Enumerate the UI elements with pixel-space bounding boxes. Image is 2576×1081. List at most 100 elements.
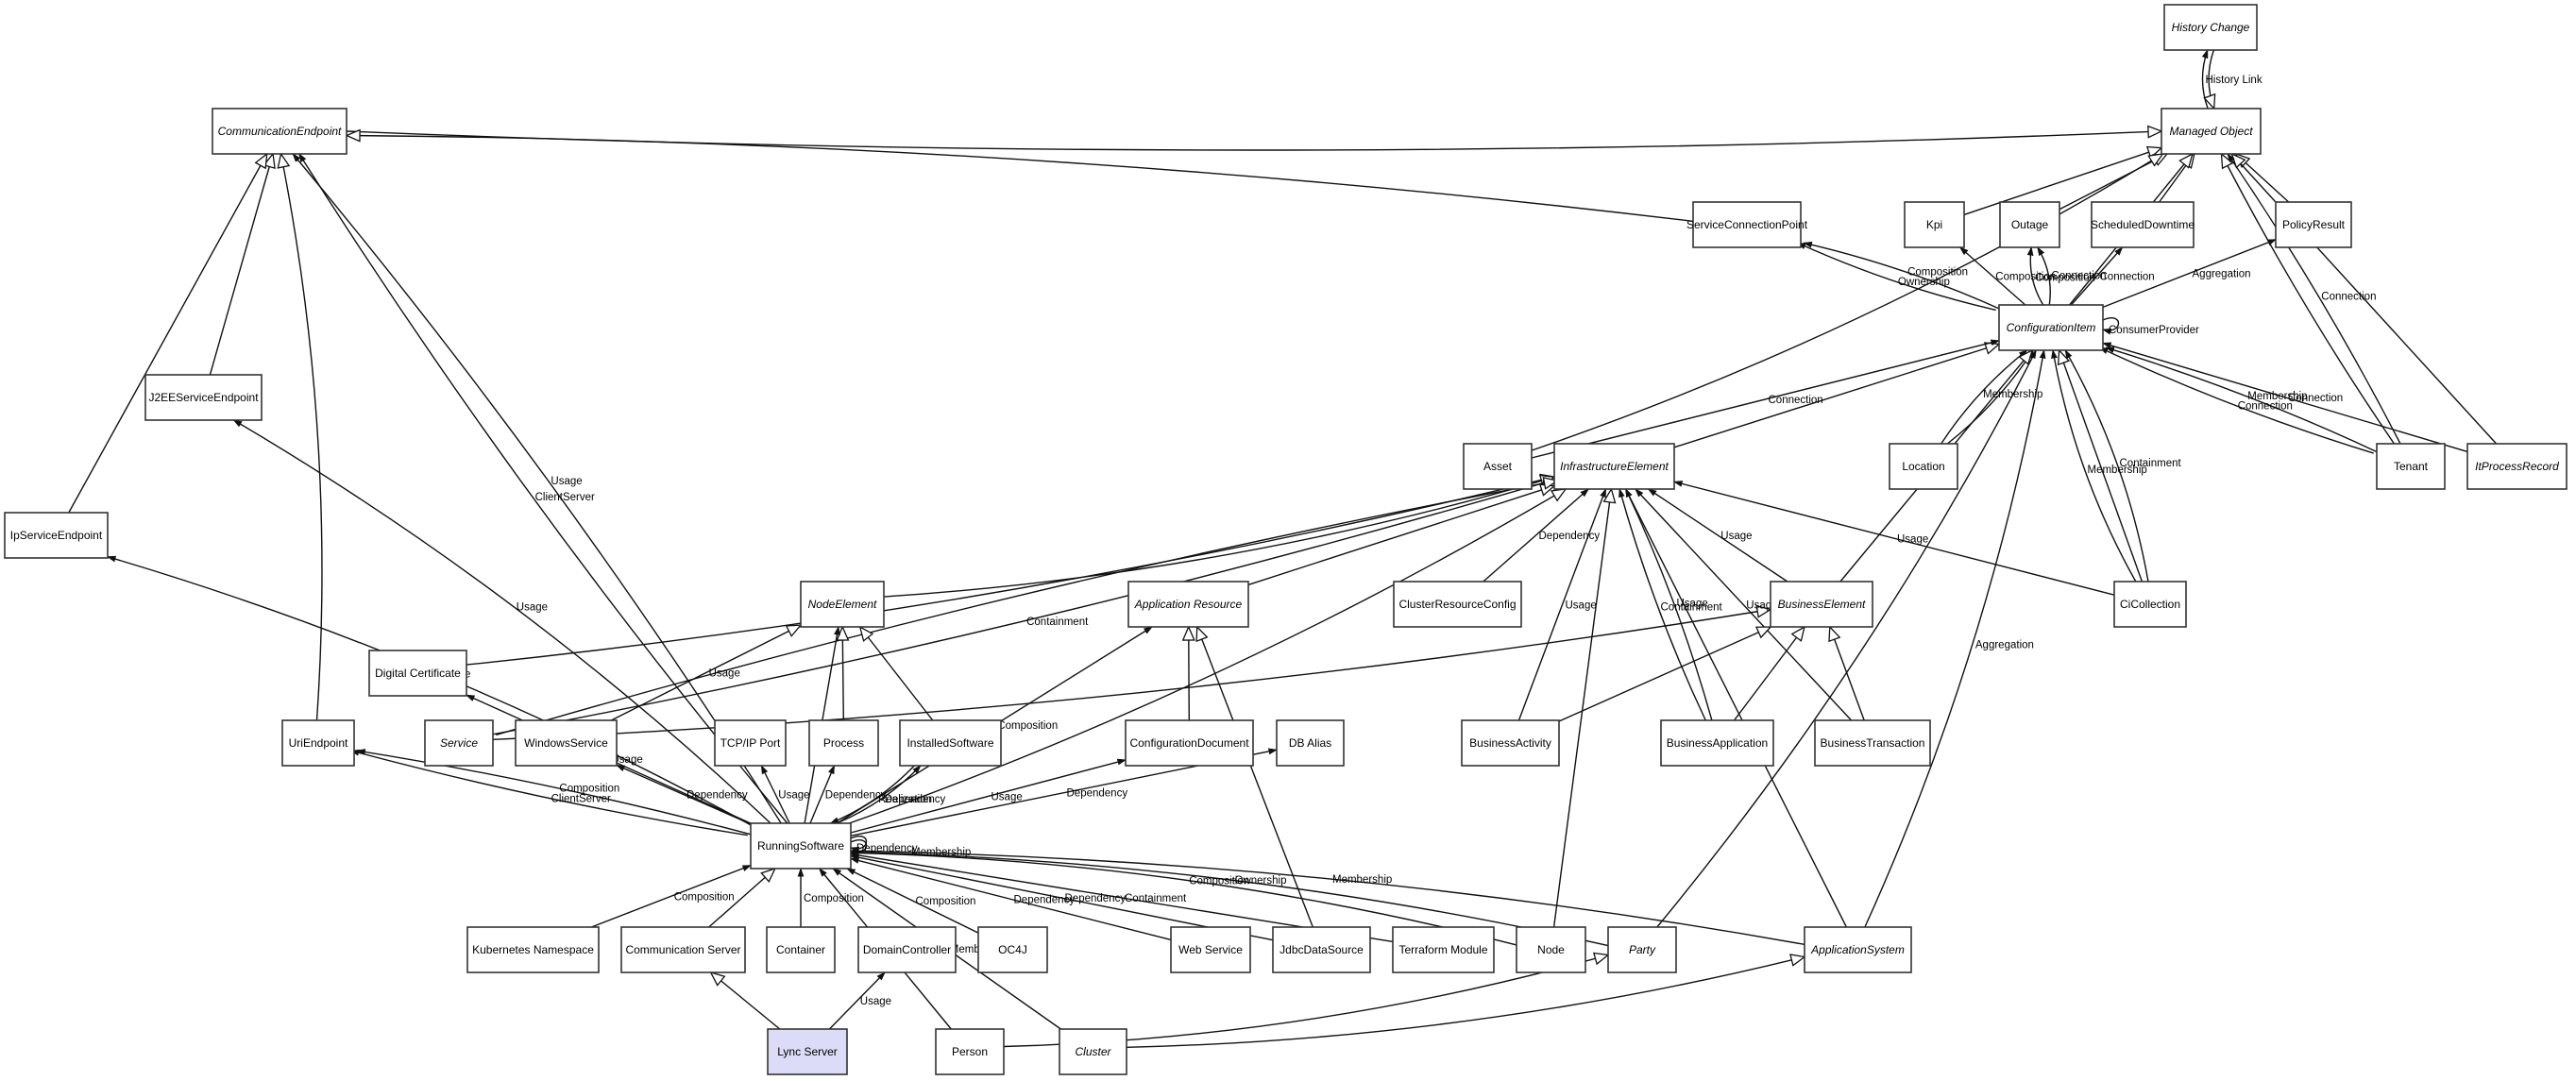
class-name: PolicyResult bbox=[2282, 218, 2346, 231]
association-edge bbox=[1625, 489, 1713, 721]
class-node-jdbc-data-source[interactable]: JdbcDataSource bbox=[1272, 926, 1371, 973]
edge-label: Usage bbox=[612, 754, 643, 766]
class-name: Party bbox=[1629, 943, 1656, 956]
edge-ConfigurationItem-to-Outage bbox=[2037, 247, 2051, 306]
class-node-it-process-record[interactable]: ItProcessRecord bbox=[2466, 443, 2568, 490]
class-node-terraform-module[interactable]: Terraform Module bbox=[1392, 926, 1495, 973]
edge-Service-to-BusinessElement bbox=[492, 610, 1771, 740]
class-node-business-transaction[interactable]: BusinessTransaction bbox=[1814, 719, 1931, 767]
class-name: Node bbox=[1537, 943, 1565, 956]
class-node-tenant[interactable]: Tenant bbox=[2376, 443, 2446, 490]
class-node-asset[interactable]: Asset bbox=[1463, 443, 1533, 490]
edge-ConfigurationItem-to-ConfigurationItem bbox=[2103, 317, 2119, 330]
class-node-oc4j[interactable]: OC4J bbox=[977, 926, 1048, 973]
class-node-communication-endpoint[interactable]: CommunicationEndpoint bbox=[212, 108, 347, 155]
class-node-domain-controller[interactable]: DomainController bbox=[857, 926, 957, 973]
class-node-business-application[interactable]: BusinessApplication bbox=[1660, 719, 1774, 767]
edge-RunningSoftware-to-Process bbox=[809, 766, 836, 824]
edge-label: Composition bbox=[804, 893, 864, 904]
class-node-installed-software[interactable]: InstalledSoftware bbox=[899, 719, 1002, 767]
class-node-windows-service[interactable]: WindowsService bbox=[515, 719, 618, 767]
edge-label: Dependency bbox=[885, 794, 946, 805]
class-node-business-element[interactable]: BusinessElement bbox=[1770, 581, 1873, 628]
class-name: Digital Certificate bbox=[375, 667, 461, 680]
generalization-edge bbox=[1197, 627, 1313, 928]
class-box bbox=[1692, 201, 1802, 248]
class-node-cluster[interactable]: Cluster bbox=[1059, 1028, 1127, 1075]
class-name: WindowsService bbox=[524, 736, 608, 750]
class-node-business-activity[interactable]: BusinessActivity bbox=[1461, 719, 1560, 767]
class-node-cluster-resource-config[interactable]: ClusterResourceConfig bbox=[1393, 581, 1522, 628]
generalization-edge bbox=[883, 477, 1554, 598]
edge-NodeElement-to-InfrastructureElement bbox=[883, 477, 1554, 598]
class-node-node-element[interactable]: NodeElement bbox=[800, 581, 885, 628]
class-node-container[interactable]: Container bbox=[766, 926, 836, 973]
class-node-process[interactable]: Process bbox=[808, 719, 879, 767]
class-box bbox=[1463, 443, 1533, 490]
class-node-service-connection-point[interactable]: ServiceConnectionPoint bbox=[1686, 201, 1808, 248]
class-node-scheduled-downtime[interactable]: ScheduledDowntime bbox=[2091, 201, 2195, 248]
class-name: Service bbox=[440, 736, 478, 750]
class-node-ip-service-endpoint[interactable]: IpServiceEndpoint bbox=[4, 512, 109, 559]
class-node-application-system[interactable]: ApplicationSystem bbox=[1804, 926, 1912, 973]
association-edge bbox=[809, 766, 836, 824]
class-node-running-software[interactable]: RunningSoftware bbox=[750, 822, 852, 870]
generalization-edge bbox=[2222, 154, 2395, 445]
class-node-tcpipport[interactable]: TCP/IP Port bbox=[714, 719, 787, 767]
class-node-ci-collection[interactable]: CiCollection bbox=[2113, 581, 2187, 628]
class-node-infrastructure-element[interactable]: InfrastructureElement bbox=[1553, 443, 1675, 490]
class-node-history-change[interactable]: History Change bbox=[2163, 4, 2258, 51]
generalization-edge bbox=[347, 136, 1694, 223]
edge-BusinessActivity-to-BusinessElement bbox=[1558, 627, 1771, 722]
edge-ConfigurationItem-to-ScheduledDowntime bbox=[2070, 247, 2122, 306]
class-box bbox=[1059, 1028, 1127, 1075]
class-node-dbalias[interactable]: DB Alias bbox=[1276, 719, 1345, 767]
class-box bbox=[1998, 304, 2104, 351]
class-node-web-service[interactable]: Web Service bbox=[1170, 926, 1251, 973]
association-edge bbox=[1960, 247, 2026, 306]
association-edge bbox=[234, 419, 771, 824]
class-box bbox=[1770, 581, 1873, 628]
edge-RunningSoftware-to-UriEndpoint bbox=[351, 751, 748, 836]
class-node-communication-server[interactable]: Communication Server bbox=[620, 926, 746, 973]
association-edge bbox=[847, 868, 979, 934]
edge-label: Dependency bbox=[1014, 894, 1076, 905]
class-node-configuration-item[interactable]: ConfigurationItem bbox=[1998, 304, 2104, 351]
class-box bbox=[1276, 719, 1345, 767]
class-node-policy-result[interactable]: PolicyResult bbox=[2275, 201, 2352, 248]
class-node-configuration-document[interactable]: ConfigurationDocument bbox=[1125, 719, 1254, 767]
edge-RunningSoftware-to-WindowsService bbox=[617, 764, 752, 825]
class-node-service[interactable]: Service bbox=[424, 719, 494, 767]
association-edge bbox=[1656, 350, 2037, 928]
edge-label: Dependency bbox=[856, 843, 918, 854]
class-node-uri-endpoint[interactable]: UriEndpoint bbox=[281, 719, 355, 767]
generalization-edge bbox=[1963, 148, 2161, 216]
class-node-person[interactable]: Person bbox=[935, 1028, 1005, 1075]
class-node-j2eeservice-endpoint[interactable]: J2EEServiceEndpoint bbox=[144, 374, 263, 421]
association-edge bbox=[1940, 350, 2027, 445]
class-box bbox=[1461, 719, 1560, 767]
association-edge bbox=[851, 853, 1609, 947]
class-name: DomainController bbox=[863, 943, 951, 956]
class-name: CiCollection bbox=[2120, 598, 2180, 611]
class-name: TCP/IP Port bbox=[720, 736, 781, 750]
class-node-node[interactable]: Node bbox=[1516, 926, 1586, 973]
class-node-party[interactable]: Party bbox=[1607, 926, 1677, 973]
class-name: Managed Object bbox=[2169, 125, 2253, 138]
class-node-application-resource[interactable]: Application Resource bbox=[1127, 581, 1249, 628]
edge-BusinessApplication-to-InfrastructureElement bbox=[1619, 489, 1706, 721]
class-box bbox=[800, 581, 885, 628]
class-box bbox=[2376, 443, 2446, 490]
association-edge bbox=[2030, 247, 2044, 306]
class-node-location[interactable]: Location bbox=[1889, 443, 1958, 490]
class-node-digital-certificate[interactable]: Digital Certificate bbox=[368, 650, 467, 697]
class-box bbox=[1904, 201, 1965, 248]
class-node-outage[interactable]: Outage bbox=[1999, 201, 2060, 248]
edge-Asset-to-ConfigurationItem bbox=[1531, 341, 1999, 459]
class-node-kpi[interactable]: Kpi bbox=[1904, 201, 1965, 248]
class-node-kubernetes-namespace[interactable]: Kubernetes Namespace bbox=[466, 926, 600, 973]
association-edge bbox=[2103, 343, 2468, 453]
class-node-managed-object[interactable]: Managed Object bbox=[2161, 108, 2262, 155]
class-node-lync-server[interactable]: Lync Server bbox=[767, 1028, 848, 1075]
association-edge bbox=[1864, 350, 2044, 928]
